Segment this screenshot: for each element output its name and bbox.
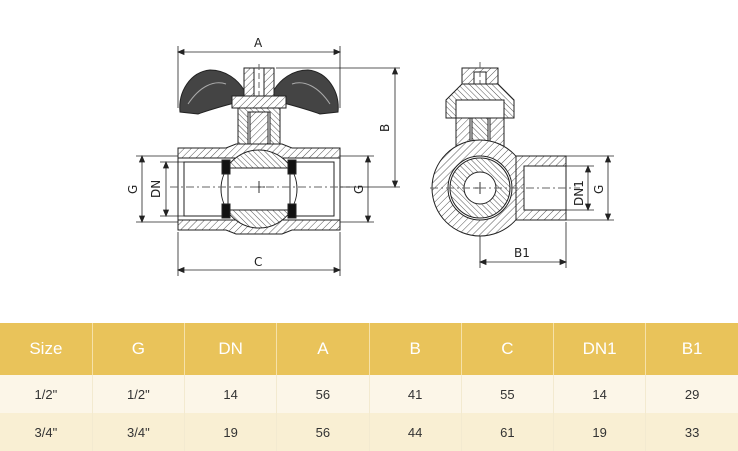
dim-label-g-side: G [592,185,606,194]
table-header-row: Size G DN A B C DN1 B1 [0,323,738,375]
table-cell: 56 [276,375,369,413]
table-row: 3/4" 3/4" 19 56 44 61 19 33 [0,413,738,451]
spec-table: Size G DN A B C DN1 B1 1/2" 1/2" 14 56 4… [0,323,738,451]
handle-left-wing [179,69,245,115]
table-cell: 61 [460,413,554,451]
table-cell: 3/4" [0,413,93,451]
table-cell: 14 [183,375,277,413]
dim-label-g-right: G [352,185,366,194]
table-cell: 19 [183,413,277,451]
table-cell: 14 [552,375,646,413]
table-cell: 1/2" [91,375,185,413]
side-view [430,62,580,237]
dim-label-dn1: DN1 [572,180,586,206]
side-dimensions [478,154,614,268]
dim-label-b: B [378,124,392,132]
table-cell: 19 [552,413,646,451]
table-cell: 3/4" [91,413,185,451]
valve-drawing-svg: A C B G DN G [126,36,614,276]
dim-label-a: A [254,36,263,50]
header-g: G [91,323,185,375]
table-cell: 33 [645,413,738,451]
technical-drawing: A C B G DN G [126,36,614,276]
table-cell: 55 [460,375,554,413]
header-size: Size [0,323,93,375]
table-cell: 56 [276,413,369,451]
dim-label-g-left: G [126,185,140,194]
front-dimensions [136,46,400,276]
header-b1: B1 [645,323,738,375]
table-row: 1/2" 1/2" 14 56 41 55 14 29 [0,375,738,413]
table-cell: 29 [645,375,738,413]
header-a: A [276,323,369,375]
dim-label-dn: DN [149,180,163,198]
dim-label-b1: B1 [514,246,530,260]
dim-label-c: C [254,255,262,269]
header-dn: DN [183,323,277,375]
table-cell: 1/2" [0,375,93,413]
header-dn1: DN1 [552,323,646,375]
header-b: B [368,323,462,375]
front-view [170,64,350,235]
table-cell: 44 [368,413,462,451]
table-cell: 41 [368,375,462,413]
header-c: C [460,323,554,375]
handle-right-wing [273,69,339,115]
